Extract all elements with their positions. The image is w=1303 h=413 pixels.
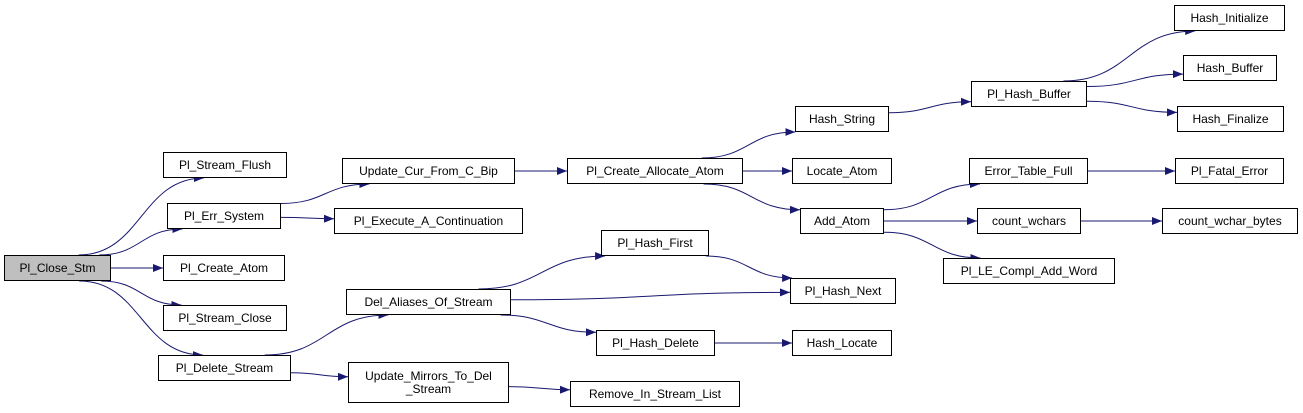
node-pl-err-system[interactable]: Pl_Err_System xyxy=(167,203,281,229)
node-update-cur-from-c-bip[interactable]: Update_Cur_From_C_Bip xyxy=(342,158,515,184)
node-pl-stream-flush[interactable]: Pl_Stream_Flush xyxy=(163,152,287,178)
edge-n_add_atom-to-n_error_table_full xyxy=(883,180,981,211)
node-pl-create-atom[interactable]: Pl_Create_Atom xyxy=(163,255,285,281)
node-locate-atom[interactable]: Locate_Atom xyxy=(792,158,892,184)
edge-n_delete_stream-to-n_update_mirrors xyxy=(290,372,349,381)
edge-n_delete_stream-to-n_del_aliases xyxy=(264,311,389,356)
edge-n_update_mirrors-to-n_remove_in_stream xyxy=(508,385,571,394)
node-add-atom[interactable]: Add_Atom xyxy=(800,208,884,234)
node-pl-hash-first[interactable]: Pl_Hash_First xyxy=(601,230,709,256)
node-hash-locate[interactable]: Hash_Locate xyxy=(792,330,892,356)
node-hash-initialize[interactable]: Hash_Initialize xyxy=(1174,5,1285,31)
node-pl-stream-close[interactable]: Pl_Stream_Close xyxy=(163,305,287,331)
node-pl-hash-buffer[interactable]: Pl_Hash_Buffer xyxy=(971,81,1087,107)
node-hash-finalize[interactable]: Hash_Finalize xyxy=(1177,106,1284,132)
edge-n_close_stm-to-n_err_system xyxy=(99,225,183,256)
edge-n_del_aliases-to-n_hash_delete xyxy=(500,314,597,337)
node-pl-delete-stream[interactable]: Pl_Delete_Stream xyxy=(158,355,291,381)
node-error-table-full[interactable]: Error_Table_Full xyxy=(969,158,1088,184)
edge-n_hash_string-to-n_pl_hash_buffer xyxy=(888,97,972,114)
edge-n_close_stm-to-n_delete_stream xyxy=(79,280,203,359)
edge-n_create_allocate-to-n_add_atom xyxy=(703,183,801,214)
edge-n_err_system-to-n_execute_cont xyxy=(280,214,335,223)
edge-n_create_allocate-to-n_hash_string xyxy=(701,128,796,159)
edge-n_close_stm-to-n_stream_flush xyxy=(78,174,204,256)
node-pl-hash-delete[interactable]: Pl_Hash_Delete xyxy=(596,330,715,356)
node-pl-close-stm: Pl_Close_Stm xyxy=(4,255,111,281)
node-pl-fatal-error[interactable]: Pl_Fatal_Error xyxy=(1175,158,1284,184)
node-count-wchars[interactable]: count_wchars xyxy=(977,208,1081,234)
node-hash-string[interactable]: Hash_String xyxy=(795,106,889,132)
node-pl-hash-next[interactable]: Pl_Hash_Next xyxy=(790,278,896,304)
node-pl-execute-a-continuation[interactable]: Pl_Execute_A_Continuation xyxy=(334,208,523,234)
node-pl-create-allocate-atom[interactable]: Pl_Create_Allocate_Atom xyxy=(567,158,743,184)
node-update-mirrors-to-del-stream[interactable]: Update_Mirrors_To_Del _Stream xyxy=(348,362,509,403)
edge-n_add_atom-to-n_le_compl xyxy=(883,231,981,262)
edge-n_pl_hash_buffer-to-n_hash_buffer xyxy=(1086,70,1184,87)
node-count-wchar-bytes[interactable]: count_wchar_bytes xyxy=(1162,208,1298,234)
edge-n_del_aliases-to-n_hash_first xyxy=(478,252,606,290)
edge-n_pl_hash_buffer-to-n_hash_finalize xyxy=(1086,100,1178,117)
node-remove-in-stream-list[interactable]: Remove_In_Stream_List xyxy=(570,381,740,407)
node-del-aliases-of-stream[interactable]: Del_Aliases_Of_Stream xyxy=(346,289,511,315)
edge-n_del_aliases-to-n_hash_next xyxy=(510,288,791,301)
edge-n_pl_hash_buffer-to-n_hash_initialize xyxy=(1063,27,1196,82)
node-pl-le-compl-add-word[interactable]: Pl_LE_Compl_Add_Word xyxy=(943,258,1115,284)
edge-n_close_stm-to-n_stream_close xyxy=(101,280,182,309)
node-hash-buffer[interactable]: Hash_Buffer xyxy=(1183,55,1277,81)
edge-n_hash_first-to-n_hash_next xyxy=(705,255,793,282)
edge-n_err_system-to-n_update_cur xyxy=(280,180,370,204)
